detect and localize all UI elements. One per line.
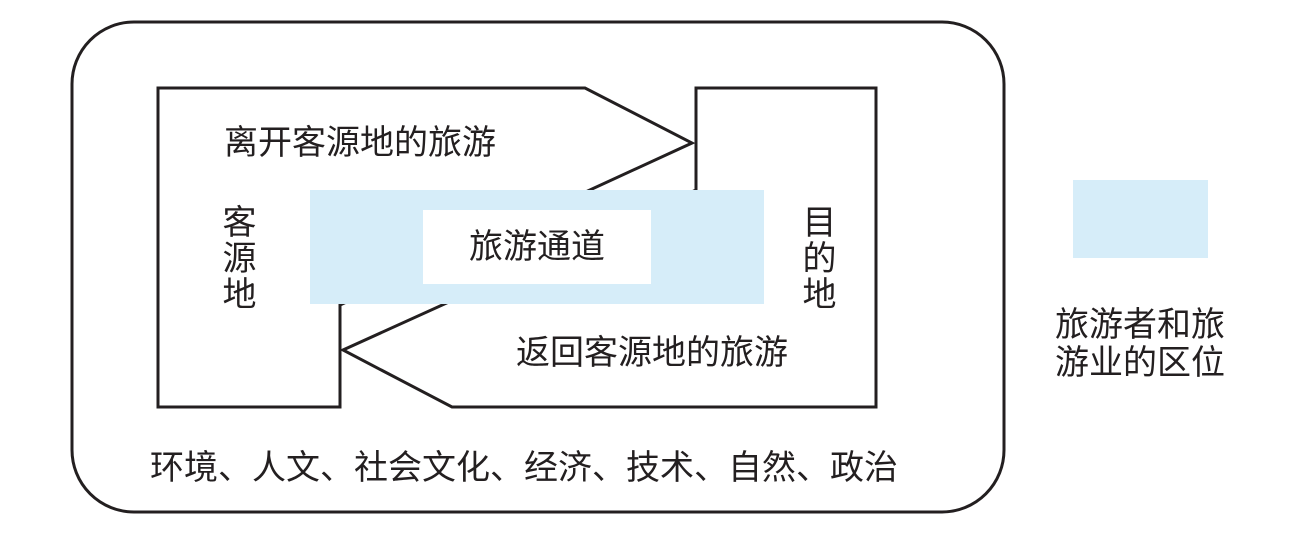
departure-label: 离开客源地的旅游 (224, 123, 496, 163)
return-label: 返回客源地的旅游 (516, 333, 788, 373)
origin-departure-arrow-shape (156, 86, 696, 409)
destination-label: 目的地 (796, 204, 836, 312)
origin-label: 客源地 (216, 204, 256, 312)
transit-label-box: 旅游通道 (423, 210, 651, 284)
legend-label: 旅游者和旅游业的区位 (1055, 305, 1225, 383)
environment-label: 环境、人文、社会文化、经济、技术、自然、政治 (150, 448, 898, 488)
legend-swatch (1073, 180, 1208, 258)
environment-boundary (70, 20, 1006, 514)
transit-label: 旅游通道 (469, 227, 605, 267)
